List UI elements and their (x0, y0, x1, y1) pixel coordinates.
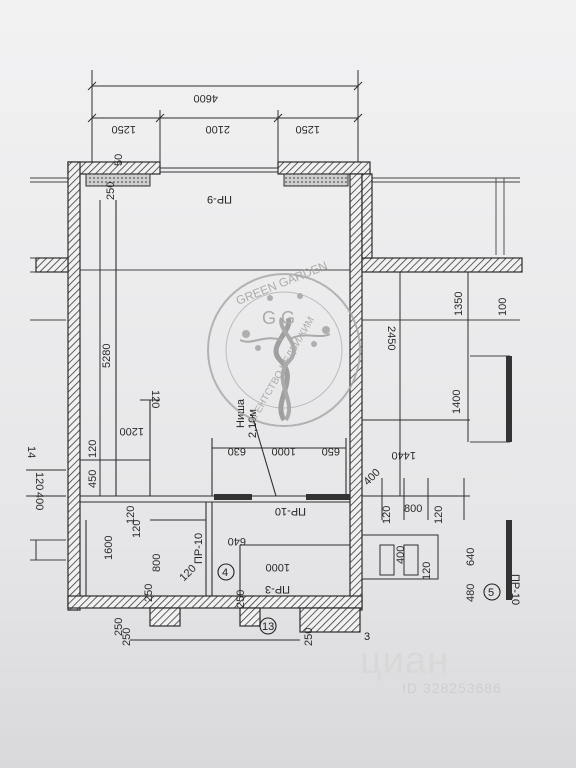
dim-lower-b: 120 (131, 520, 143, 538)
label-height: 2,10м (247, 409, 259, 438)
dim-right2-i: 480 (465, 584, 477, 602)
dim-bath-w2: 1000 (272, 445, 296, 457)
dim-bath-w1: 630 (228, 445, 246, 457)
dim-right2-f: 400 (395, 546, 407, 564)
dim-small-f: 14 (25, 446, 37, 458)
dim-right-upper: 1350 (453, 292, 465, 316)
dim-small-e: 120 (125, 506, 137, 524)
right-small-wall (506, 356, 512, 442)
dim-left-height: 5280 (101, 344, 113, 368)
dim-lower-a: 1600 (103, 536, 115, 560)
svg-text:13: 13 (262, 621, 274, 633)
outer-walls (35, 161, 523, 611)
marker-4: 4 (217, 563, 235, 581)
dim-lower-c: 800 (151, 554, 163, 572)
dim-bath-w3: 650 (322, 445, 340, 457)
dim-right2-d: 800 (404, 503, 422, 515)
label-right-pr: ПР-10 (509, 574, 521, 605)
dim-right2-b: 400 (361, 467, 382, 488)
marker-5: 5 (483, 583, 501, 601)
dim-lower-d: 250 (143, 584, 155, 602)
dim-right2-h: 640 (465, 548, 477, 566)
dim-lower-f: 640 (228, 535, 246, 547)
top-dimension-lines (87, 70, 363, 162)
dim-small-h: 400 (33, 492, 45, 510)
dim-top-left: 1250 (112, 123, 136, 135)
marker-13: 13 (259, 617, 277, 635)
dim-top-mid: 2100 (206, 123, 230, 135)
window-sill-right (283, 173, 349, 187)
dim-lower-e: 250 (113, 618, 125, 636)
window-sill-left (85, 173, 151, 187)
vent-block (35, 534, 439, 580)
dim-right-lower: 1400 (451, 390, 463, 414)
right-small-wall-2 (506, 520, 512, 600)
label-pr3: ПР-3 (265, 583, 290, 595)
dim-small-b: 1200 (120, 425, 144, 437)
dim-small-c: 120 (87, 440, 99, 458)
dim-lower-g: 1000 (266, 561, 290, 573)
label-pr10-vertical: ПР-10 (193, 533, 205, 564)
context-lines (30, 177, 520, 561)
dim-top-wall: 250 (105, 182, 117, 200)
dim-small-d: 450 (87, 470, 99, 488)
label-edge-3: 3 (364, 631, 370, 643)
label-pr10-horizontal: ПР-10 (275, 505, 306, 517)
dim-bottom-b: 250 (303, 628, 315, 646)
dim-total-top: 4600 (194, 92, 218, 104)
label-pr9: ПР-9 (207, 193, 232, 205)
dim-small-g: 120 (33, 472, 45, 490)
svg-text:5: 5 (488, 587, 494, 599)
watermark-monogram: G G (262, 308, 295, 328)
interior-partitions (80, 200, 350, 596)
dim-right-mid: 2450 (385, 326, 397, 350)
cian-logo-text: циан (360, 640, 450, 682)
right-dimension-lines (362, 272, 470, 520)
green-garden-watermark: G G GREEN GARDEN АГЕНТСТВО НЕДВИЖИМ (207, 258, 361, 427)
dim-right2-e: 120 (433, 506, 445, 524)
cian-listing-id: ID 328253686 (402, 680, 502, 696)
dim-right-offset: 100 (497, 298, 509, 316)
dim-right2-c: 120 (381, 506, 393, 524)
door-threshold-2 (306, 494, 350, 500)
dim-right2-g: 120 (421, 562, 433, 580)
dim-lower-i: 250 (235, 590, 247, 608)
door-threshold (214, 494, 252, 500)
dim-bottom-a: 250 (121, 628, 133, 646)
dim-lower-h: 120 (177, 563, 198, 584)
bottom-notches (149, 607, 361, 633)
dim-top-wall-b: 50 (113, 154, 125, 166)
dim-right2-a: 1440 (392, 449, 416, 461)
svg-text:4: 4 (222, 567, 228, 579)
dim-top-right: 1250 (296, 123, 320, 135)
dim-small-a: 120 (149, 390, 161, 408)
